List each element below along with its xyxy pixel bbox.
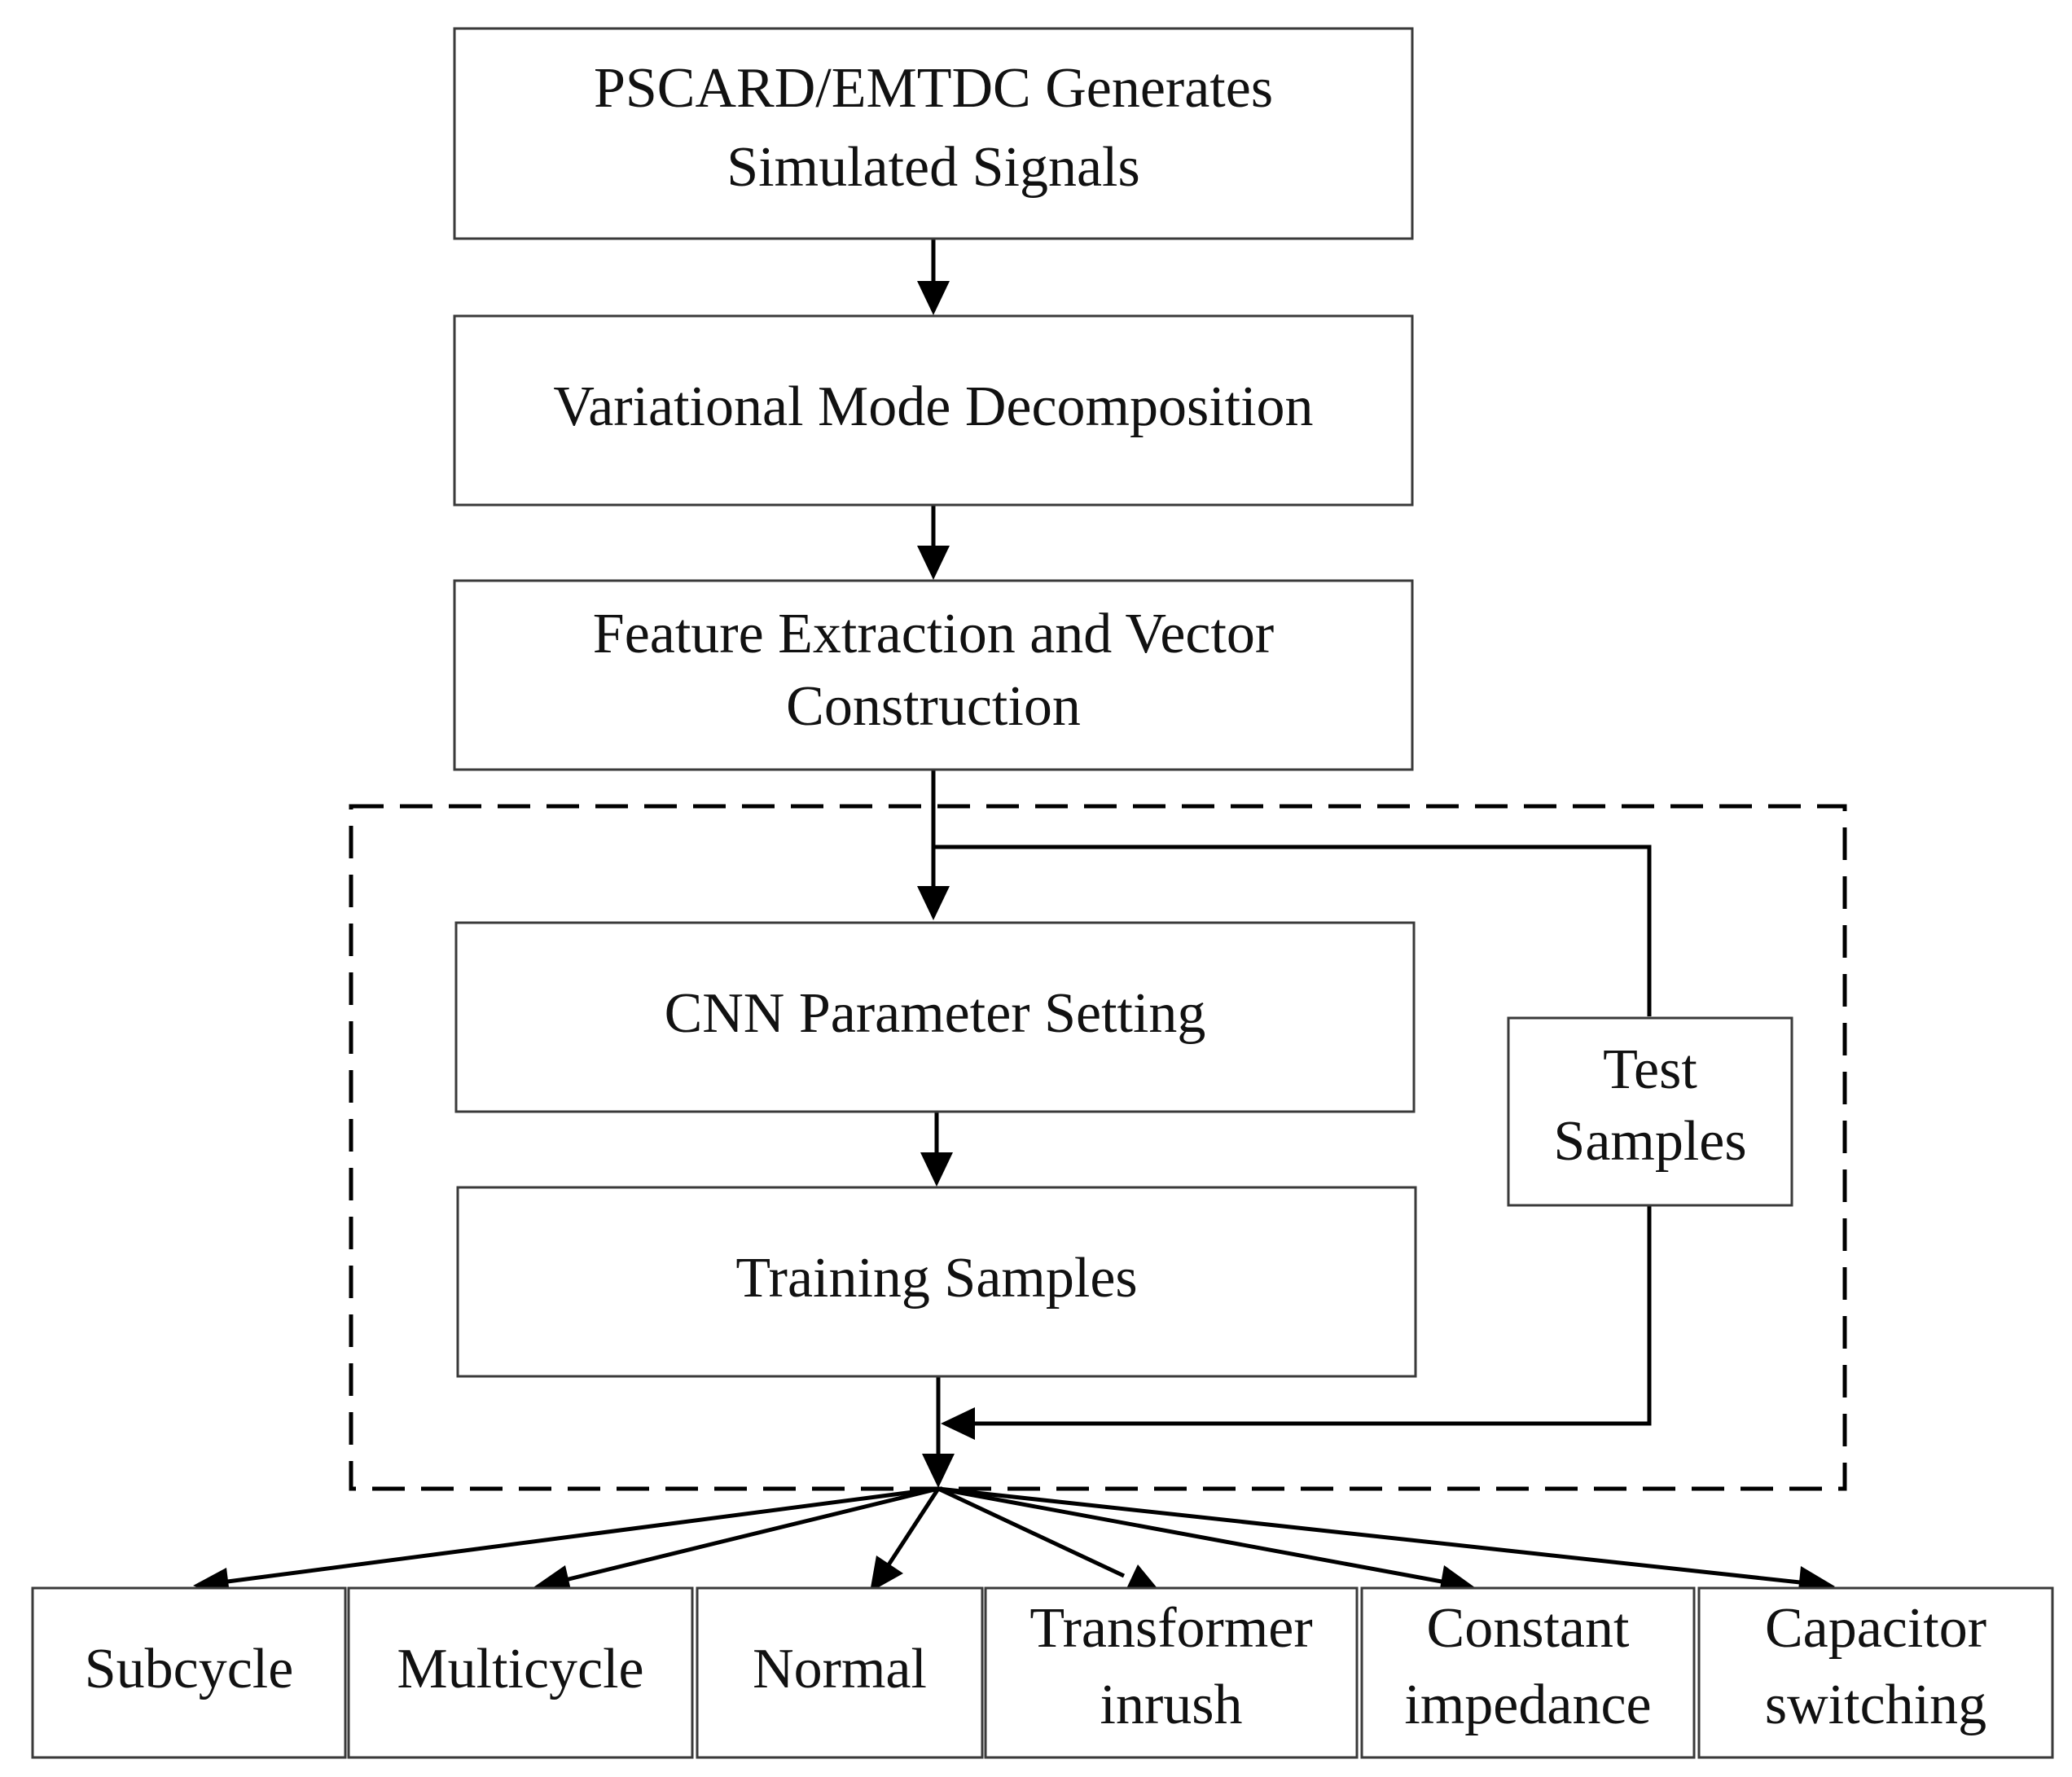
node-constant-line-1: Constant xyxy=(1427,1597,1630,1660)
node-test-line-2: Samples xyxy=(1553,1110,1746,1173)
node-normal-line-1: Normal xyxy=(753,1638,927,1700)
node-subcycle-line-1: Subcycle xyxy=(85,1638,294,1700)
node-test: Test Samples xyxy=(1507,1016,1793,1207)
node-transformer: Transformer inrush xyxy=(984,1586,1359,1759)
node-cnn: CNN Parameter Setting xyxy=(454,921,1416,1113)
edge-classifier-to-normal xyxy=(885,1487,941,1568)
arrowhead-cnn-to-training xyxy=(920,1152,953,1187)
node-multicycle-line-1: Multicycle xyxy=(397,1638,643,1700)
node-training: Training Samples xyxy=(456,1186,1417,1378)
node-normal-box xyxy=(696,1586,984,1759)
edge-classifier-to-constant xyxy=(937,1486,1442,1584)
node-training-line-1: Training Samples xyxy=(735,1247,1137,1310)
arrowhead-classifier-to-transformer xyxy=(1124,1564,1161,1594)
node-generate-line-2: Simulated Signals xyxy=(727,136,1140,199)
edge-test-to-classifier xyxy=(973,1205,1652,1426)
arrowhead-generate-to-vmd xyxy=(917,281,950,315)
arrowhead-vmd-to-feature xyxy=(917,546,950,580)
node-generate-box xyxy=(453,27,1414,240)
node-multicycle: Multicycle xyxy=(347,1586,694,1759)
edge-classifier-to-transformer xyxy=(937,1486,1126,1578)
node-cnn-box xyxy=(454,921,1416,1113)
node-feature-box xyxy=(453,579,1414,771)
node-capacitor-line-1: Capacitor xyxy=(1765,1597,1986,1660)
node-vmd-box xyxy=(453,314,1414,507)
node-feature-line-1: Feature Extraction and Vector xyxy=(593,603,1274,665)
node-transformer-line-1: Transformer xyxy=(1029,1597,1312,1660)
node-transformer-line-2: inrush xyxy=(1100,1674,1243,1736)
node-feature-line-2: Construction xyxy=(786,675,1081,738)
arrowhead-classifier-to-normal xyxy=(870,1555,903,1592)
edge-feature-to-test xyxy=(933,845,1652,1016)
edge-classifier-to-capacitor xyxy=(937,1486,1801,1585)
node-capacitor: Capacitor switching xyxy=(1697,1586,2054,1759)
node-vmd-line-1: Variational Mode Decomposition xyxy=(553,375,1313,438)
arrowhead-training-to-classifier xyxy=(922,1454,955,1488)
node-constant-box xyxy=(1360,1586,1696,1759)
arrowhead-feature-to-cnn xyxy=(917,886,950,920)
node-test-line-1: Test xyxy=(1603,1038,1697,1101)
cnn-region-boundary xyxy=(349,804,1847,1491)
edge-classifier-to-subcycle xyxy=(214,1486,939,1586)
edge-classifier-to-multicycle xyxy=(555,1486,939,1585)
node-capacitor-line-2: switching xyxy=(1765,1674,1986,1736)
node-cnn-line-1: CNN Parameter Setting xyxy=(665,982,1206,1045)
node-test-box xyxy=(1507,1016,1793,1207)
node-subcycle-box xyxy=(31,1586,347,1759)
node-transformer-box xyxy=(984,1586,1359,1759)
node-subcycle: Subcycle xyxy=(31,1586,347,1759)
node-generate: PSCARD/EMTDC Generates Simulated Signals xyxy=(453,27,1414,240)
node-capacitor-box xyxy=(1697,1586,2054,1759)
node-normal: Normal xyxy=(696,1586,984,1759)
node-constant: Constant impedance xyxy=(1360,1586,1696,1759)
node-feature: Feature Extraction and Vector Constructi… xyxy=(453,579,1414,771)
node-constant-line-2: impedance xyxy=(1404,1674,1651,1736)
node-training-box xyxy=(456,1186,1417,1378)
node-vmd: Variational Mode Decomposition xyxy=(453,314,1414,507)
node-multicycle-box xyxy=(347,1586,694,1759)
node-generate-line-1: PSCARD/EMTDC Generates xyxy=(594,57,1273,120)
arrowhead-test-to-classifier xyxy=(941,1407,975,1440)
